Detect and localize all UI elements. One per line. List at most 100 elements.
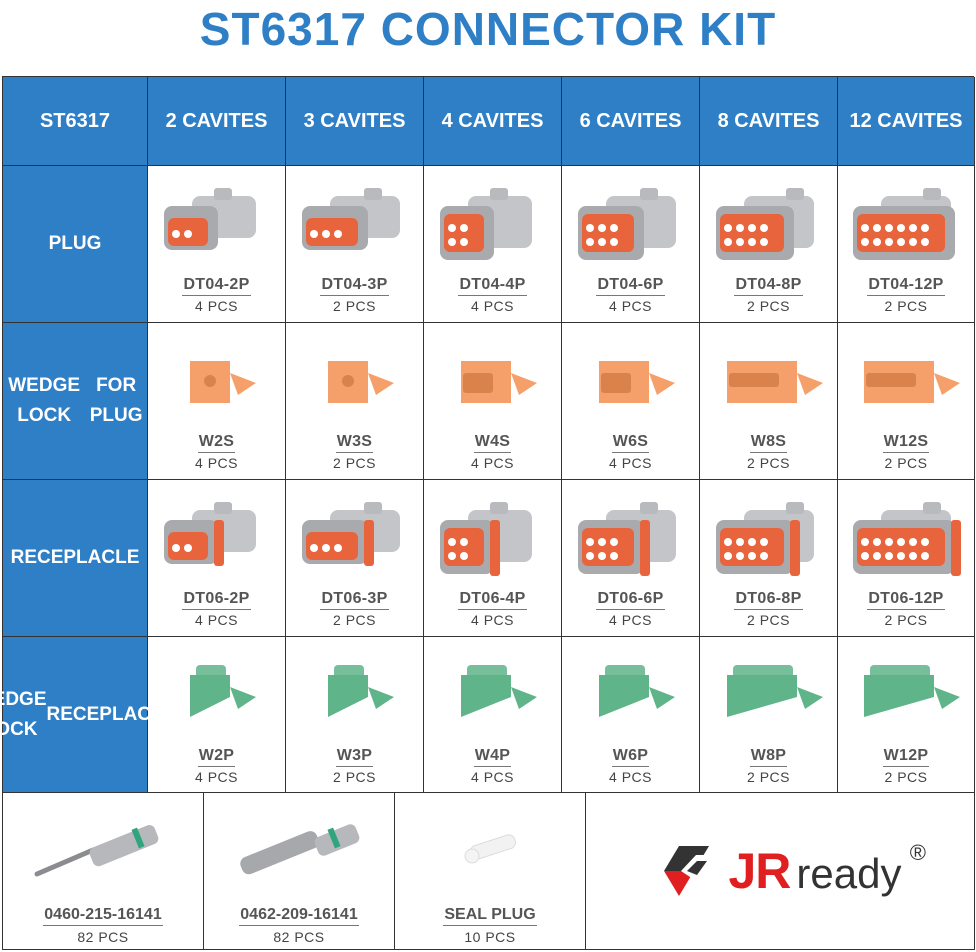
part-number: DT06-4P: [458, 590, 527, 610]
part-quantity: 2 PCS: [747, 455, 790, 471]
part-number: DT06-12P: [867, 590, 945, 610]
part-quantity: 2 PCS: [884, 612, 928, 628]
seal-plug-image: [410, 804, 570, 900]
part-number: W6P: [611, 747, 650, 767]
product-cell: W6P 4 PCS: [562, 637, 700, 793]
part-number: W8P: [749, 747, 788, 767]
row-header-line: WEDGE LOCK: [0, 688, 47, 740]
part-number: DT06-8P: [734, 590, 803, 610]
part-quantity: 10 PCS: [464, 929, 516, 945]
part-quantity: 2 PCS: [333, 455, 376, 471]
part-number: DT04-3P: [320, 276, 389, 296]
part-number: W3P: [335, 747, 374, 767]
part-quantity: 4 PCS: [609, 298, 652, 314]
row-header-line: RECEPLACLE: [10, 547, 140, 568]
column-header-4: 4 CAVITES: [424, 77, 562, 166]
part-number: DT06-2P: [182, 590, 251, 610]
part-number: W6S: [611, 433, 650, 453]
row-header-plug: PLUG: [3, 166, 148, 323]
part-quantity: 2 PCS: [884, 769, 928, 785]
pin-contact-image: [23, 804, 183, 900]
part-quantity: 82 PCS: [77, 929, 129, 945]
column-header-3: 3 CAVITES: [286, 77, 424, 166]
part-quantity: 4 PCS: [471, 298, 514, 314]
product-cell: DT04-4P 4 PCS: [424, 166, 562, 323]
row-header-receptacle: RECEPLACLE: [3, 480, 148, 637]
wedge-plug-connector-image: [162, 333, 272, 429]
row-header-line: FOR PLUG: [89, 375, 143, 426]
part-quantity: 2 PCS: [333, 298, 376, 314]
product-cell: DT04-3P 2 PCS: [286, 166, 424, 323]
part-number: DT04-8P: [734, 276, 803, 296]
product-cell: DT04-12P 2 PCS: [838, 166, 975, 323]
brand-logo: JR ready ®: [586, 792, 975, 950]
corner-header: ST6317: [3, 77, 148, 166]
product-cell: DT04-2P 4 PCS: [148, 166, 286, 323]
plug-connector-image: [851, 176, 961, 272]
row-header-line: WEDGE LOCK: [8, 375, 81, 426]
socket-contact-image: [219, 804, 379, 900]
wedge-receptacle-connector-image: [300, 647, 410, 743]
part-quantity: 2 PCS: [884, 455, 928, 471]
part-number: DT04-12P: [867, 276, 945, 296]
column-header-2: 2 CAVITES: [148, 77, 286, 166]
part-quantity: 2 PCS: [333, 769, 376, 785]
part-number: 0460-215-16141: [43, 906, 163, 926]
product-cell: DT04-8P 2 PCS: [700, 166, 838, 323]
column-header-8: 8 CAVITES: [700, 77, 838, 166]
receptacle-connector-image: [438, 490, 548, 586]
product-cell: DT04-6P 4 PCS: [562, 166, 700, 323]
part-number: W3S: [335, 433, 374, 453]
part-number: W2P: [197, 747, 236, 767]
part-number: 0462-209-16141: [239, 906, 359, 926]
receptacle-connector-image: [300, 490, 410, 586]
product-cell: DT06-3P 2 PCS: [286, 480, 424, 637]
product-cell: W2P 4 PCS: [148, 637, 286, 793]
column-header-6: 6 CAVITES: [562, 77, 700, 166]
part-quantity: 4 PCS: [195, 455, 238, 471]
part-number: W8S: [749, 433, 788, 453]
plug-connector-image: [162, 176, 272, 272]
part-number: DT06-3P: [320, 590, 389, 610]
product-cell: DT06-8P 2 PCS: [700, 480, 838, 637]
product-cell: W4P 4 PCS: [424, 637, 562, 793]
product-cell: W6S 4 PCS: [562, 323, 700, 480]
wedge-receptacle-connector-image: [162, 647, 272, 743]
brand-mark-icon: [663, 845, 711, 896]
part-quantity: 4 PCS: [609, 612, 652, 628]
part-quantity: 4 PCS: [195, 298, 238, 314]
product-cell: DT06-4P 4 PCS: [424, 480, 562, 637]
part-quantity: 4 PCS: [609, 455, 652, 471]
page-title: ST6317 CONNECTOR KIT: [199, 3, 777, 55]
part-number: W4P: [473, 747, 512, 767]
part-quantity: 2 PCS: [747, 298, 790, 314]
product-cell: DT06-6P 4 PCS: [562, 480, 700, 637]
part-quantity: 82 PCS: [273, 929, 325, 945]
receptacle-connector-image: [162, 490, 272, 586]
part-number: W4S: [473, 433, 512, 453]
wedge-receptacle-connector-image: [438, 647, 548, 743]
wedge-receptacle-connector-image: [851, 647, 961, 743]
product-cell: W12P 2 PCS: [838, 637, 975, 793]
receptacle-connector-image: [714, 490, 824, 586]
accessory-cell: SEAL PLUG 10 PCS: [395, 792, 586, 950]
accessory-cell: 0460-215-16141 82 PCS: [3, 792, 204, 950]
part-quantity: 4 PCS: [471, 612, 514, 628]
wedge-plug-connector-image: [851, 333, 961, 429]
product-cell: W12S 2 PCS: [838, 323, 975, 480]
product-cell: DT06-12P 2 PCS: [838, 480, 975, 637]
accessories-row: 0460-215-16141 82 PCS 0462-209-16141 82 …: [2, 792, 975, 950]
part-number: DT04-6P: [596, 276, 665, 296]
part-number: W12P: [882, 747, 930, 767]
part-quantity: 2 PCS: [747, 612, 790, 628]
plug-connector-image: [438, 176, 548, 272]
part-quantity: 2 PCS: [333, 612, 376, 628]
part-quantity: 4 PCS: [471, 769, 514, 785]
registered-mark: ®: [909, 840, 926, 865]
wedge-plug-connector-image: [300, 333, 410, 429]
product-cell: W8S 2 PCS: [700, 323, 838, 480]
part-quantity: 4 PCS: [195, 769, 238, 785]
receptacle-connector-image: [576, 490, 686, 586]
plug-connector-image: [714, 176, 824, 272]
